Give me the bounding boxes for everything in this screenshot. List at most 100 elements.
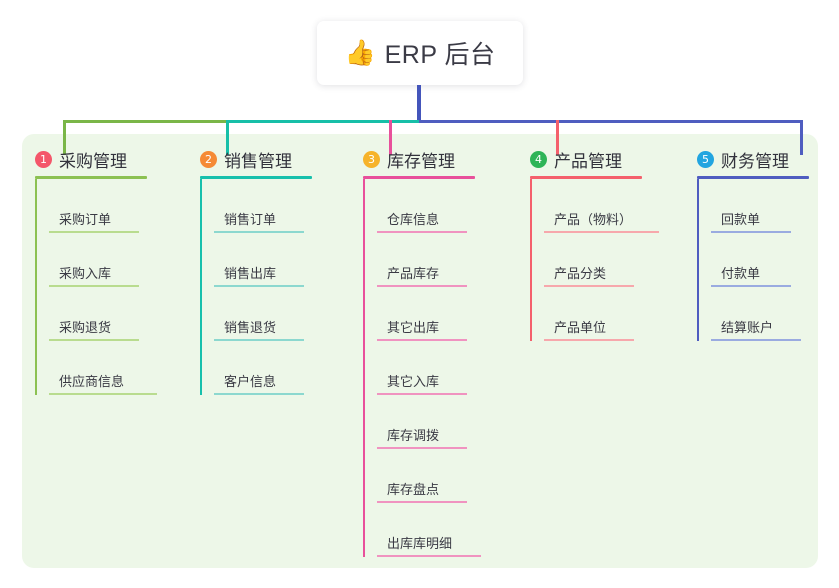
branch-item[interactable]: 回款单: [711, 179, 809, 233]
branch-item[interactable]: 付款单: [711, 233, 809, 287]
branch-spine-5: [697, 179, 699, 341]
connector-drop-1: [63, 120, 66, 155]
branch-item[interactable]: 产品（物料）: [544, 179, 659, 233]
branch-item[interactable]: 结算账户: [711, 287, 809, 341]
branch-title-5: 财务管理: [721, 151, 789, 171]
branch-item[interactable]: 产品分类: [544, 233, 642, 287]
branch-item-rule: [214, 285, 304, 287]
branch-item[interactable]: 其它出库: [377, 287, 475, 341]
branch-column-4: 4 产品管理产品（物料） 产品分类产品单位: [530, 148, 659, 341]
branch-header-5[interactable]: 5 财务管理: [697, 148, 809, 171]
branch-item[interactable]: 库存调拨: [377, 395, 475, 449]
branch-header-1[interactable]: 1 采购管理: [35, 148, 147, 171]
connector-bus-1: [63, 120, 226, 123]
branch-badge-1: 1: [35, 150, 52, 168]
branch-item-label: 客户信息: [224, 374, 277, 389]
branch-item-rule: [49, 339, 139, 341]
diagram-panel: [22, 134, 818, 568]
branch-item-rule: [377, 285, 467, 287]
connector-drop-5: [800, 120, 803, 155]
branch-badge-2: 2: [200, 150, 217, 168]
branch-item-label: 采购入库: [59, 266, 112, 281]
branch-spine-1: [35, 179, 37, 395]
branch-item-rule: [49, 231, 139, 233]
branch-item-label: 采购订单: [59, 212, 112, 227]
branch-header-3[interactable]: 3 库存管理: [363, 148, 475, 171]
branch-item[interactable]: 供应商信息: [49, 341, 157, 395]
branch-spine-3: [363, 179, 365, 557]
branch-item-label: 产品库存: [387, 266, 440, 281]
branch-item[interactable]: 出库库明细: [377, 503, 481, 557]
branch-item-label: 采购退货: [59, 320, 112, 335]
branch-item-label: 仓库信息: [387, 212, 440, 227]
branch-item-list-2: 销售订单销售出库销售退货客户信息: [200, 179, 312, 395]
branch-item[interactable]: 销售退货: [214, 287, 312, 341]
branch-item-label: 出库库明细: [387, 536, 453, 551]
branch-header-rule-4: [530, 176, 642, 179]
branch-item-label: 库存调拨: [387, 428, 440, 443]
branch-badge-5: 5: [697, 150, 714, 168]
branch-item-rule: [711, 339, 801, 341]
branch-column-1: 1 采购管理采购订单采购入库采购退货供应商信息: [35, 148, 157, 395]
branch-item-rule: [544, 285, 634, 287]
branch-item[interactable]: 仓库信息: [377, 179, 475, 233]
branch-item-label: 回款单: [721, 212, 761, 227]
branch-item-label: 其它入库: [387, 374, 440, 389]
branch-header-rule-3: [363, 176, 475, 179]
branch-item-rule: [377, 555, 481, 557]
branch-item-label: 库存盘点: [387, 482, 440, 497]
branch-header-rule-1: [35, 176, 147, 179]
branch-item-label: 销售退货: [224, 320, 277, 335]
branch-item[interactable]: 销售订单: [214, 179, 312, 233]
thumbs-up-icon: 👍: [344, 38, 376, 67]
branch-badge-4: 4: [530, 150, 547, 168]
connector-stem: [417, 85, 421, 123]
connector-bus-2: [226, 120, 419, 123]
branch-spine-2: [200, 179, 202, 395]
branch-header-rule-5: [697, 176, 809, 179]
branch-title-4: 产品管理: [554, 151, 622, 171]
branch-column-3: 3 库存管理仓库信息产品库存其它出库其它入库库存调拨库存盘点出库库明细: [363, 148, 481, 557]
branch-item-rule: [49, 393, 157, 395]
branch-item-rule: [377, 393, 467, 395]
branch-item-label: 销售出库: [224, 266, 277, 281]
branch-item-label: 销售订单: [224, 212, 277, 227]
branch-item-rule: [544, 339, 634, 341]
root-title: ERP 后台: [384, 41, 496, 69]
branch-item[interactable]: 库存盘点: [377, 449, 475, 503]
branch-item-rule: [711, 231, 791, 233]
branch-item-list-4: 产品（物料） 产品分类产品单位: [530, 179, 659, 341]
branch-item-list-5: 回款单付款单结算账户: [697, 179, 809, 341]
branch-item[interactable]: 客户信息: [214, 341, 312, 395]
branch-item[interactable]: 采购退货: [49, 287, 147, 341]
branch-item-rule: [49, 285, 139, 287]
connector-drop-3: [389, 120, 392, 155]
branch-item[interactable]: 销售出库: [214, 233, 312, 287]
branch-title-1: 采购管理: [59, 151, 127, 171]
branch-item[interactable]: 采购入库: [49, 233, 147, 287]
branch-item-rule: [711, 285, 791, 287]
branch-title-3: 库存管理: [387, 151, 455, 171]
branch-item[interactable]: 产品库存: [377, 233, 475, 287]
branch-title-2: 销售管理: [224, 151, 292, 171]
branch-item-list-1: 采购订单采购入库采购退货供应商信息: [35, 179, 157, 395]
branch-item-label: 结算账户: [721, 320, 774, 335]
branch-item-rule: [214, 339, 304, 341]
branch-item-list-3: 仓库信息产品库存其它出库其它入库库存调拨库存盘点出库库明细: [363, 179, 481, 557]
branch-header-4[interactable]: 4 产品管理: [530, 148, 642, 171]
branch-item-rule: [544, 231, 659, 233]
branch-item[interactable]: 其它入库: [377, 341, 475, 395]
root-node[interactable]: 👍 ERP 后台: [317, 21, 523, 85]
branch-item[interactable]: 采购订单: [49, 179, 147, 233]
branch-badge-3: 3: [363, 150, 380, 168]
connector-drop-2: [226, 120, 229, 155]
connector-drop-4: [556, 120, 559, 155]
branch-item-rule: [214, 393, 304, 395]
branch-item-label: 产品单位: [554, 320, 607, 335]
branch-item[interactable]: 产品单位: [544, 287, 642, 341]
branch-item-rule: [377, 231, 467, 233]
branch-column-5: 5 财务管理回款单付款单结算账户: [697, 148, 809, 341]
branch-item-label: 产品分类: [554, 266, 607, 281]
branch-header-2[interactable]: 2 销售管理: [200, 148, 312, 171]
branch-item-rule: [377, 339, 467, 341]
